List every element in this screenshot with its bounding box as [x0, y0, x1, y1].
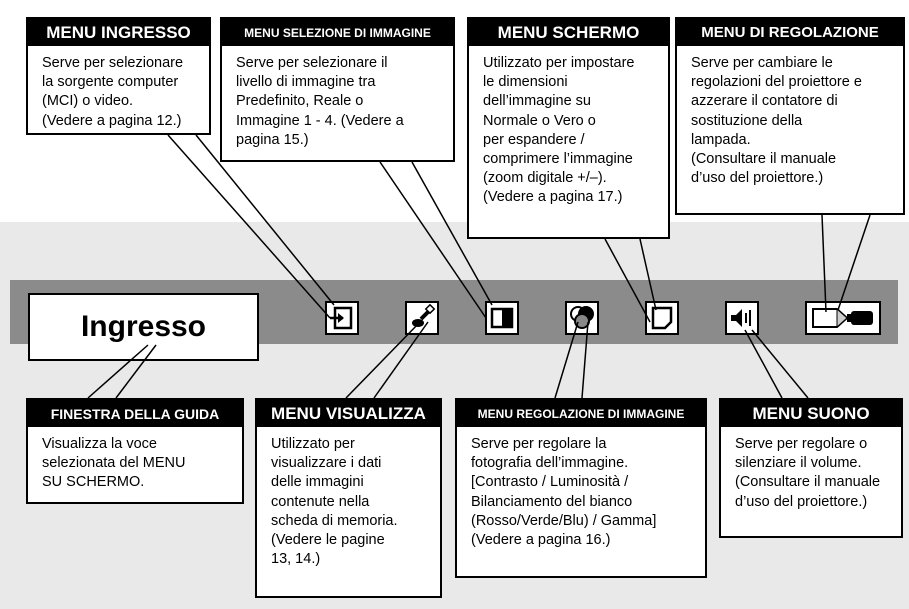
callout-title: MENU SELEZIONE DI IMMAGINE [222, 19, 453, 46]
callout-title: MENU INGRESSO [28, 19, 209, 46]
callout-text: Serve per regolare o silenziare il volum… [735, 436, 881, 510]
callout-text: Utilizzato per visualizzare i dati delle… [271, 436, 398, 568]
guide-window-text: Ingresso [80, 310, 207, 343]
callout-title: MENU SUONO [721, 400, 901, 427]
callout-menu-regolazione: MENU DI REGOLAZIONE Serve per cambiare l… [675, 17, 905, 215]
callout-text: Utilizzato per impostare le dimensioni d… [483, 55, 635, 206]
callout-title: MENU DI REGOLAZIONE [677, 19, 903, 46]
callout-text: Serve per regolare la fotografia dell’im… [471, 436, 657, 549]
callout-title: MENU REGOLAZIONE DI IMMAGINE [457, 400, 705, 427]
callout-text: Serve per selezionare il livello di imma… [236, 55, 404, 148]
pc-view-icon[interactable] [645, 301, 679, 335]
callout-menu-visualizza: MENU VISUALIZZA Utilizzato per visualizz… [255, 398, 442, 598]
screen-icon[interactable] [485, 301, 519, 335]
callout-text: Visualizza la voce selezionata del MENU … [42, 436, 186, 491]
callout-title: MENU VISUALIZZA [257, 400, 440, 427]
callout-text: Serve per selezionare la sorgente comput… [42, 55, 184, 129]
sound-icon[interactable] [725, 301, 759, 335]
image-select-icon[interactable] [405, 301, 439, 335]
image-adjust-icon[interactable] [565, 301, 599, 335]
callout-text: Serve per cambiare le regolazioni del pr… [691, 55, 862, 187]
callout-menu-schermo: MENU SCHERMO Utilizzato per impostare le… [467, 17, 670, 239]
input-icon[interactable] [325, 301, 359, 335]
guide-window: Ingresso [28, 293, 259, 361]
callout-menu-regolazione-immagine: MENU REGOLAZIONE DI IMMAGINE Serve per r… [455, 398, 707, 578]
callout-finestra-guida: FINESTRA DELLA GUIDA Visualizza la voce … [26, 398, 244, 504]
setting-icon[interactable] [805, 301, 881, 335]
callout-menu-suono: MENU SUONO Serve per regolare o silenzia… [719, 398, 903, 538]
callout-menu-ingresso: MENU INGRESSO Serve per selezionare la s… [26, 17, 211, 135]
callout-title: FINESTRA DELLA GUIDA [28, 400, 242, 427]
callout-menu-selezione-immagine: MENU SELEZIONE DI IMMAGINE Serve per sel… [220, 17, 455, 162]
callout-title: MENU SCHERMO [469, 19, 668, 46]
